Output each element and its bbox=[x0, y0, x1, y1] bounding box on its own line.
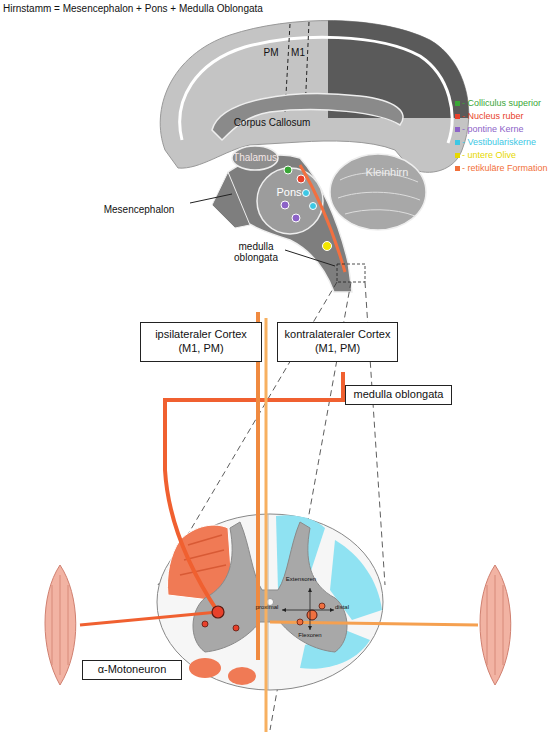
legend-text: - pontine Kerne bbox=[462, 123, 524, 136]
motoneuron-part bbox=[307, 610, 317, 620]
part-label: Extensoren bbox=[286, 576, 316, 583]
part-label: medulla oblongata bbox=[226, 241, 286, 263]
leader-line bbox=[190, 194, 335, 266]
motoneuron-part bbox=[319, 603, 325, 609]
tract-lines-part bbox=[165, 372, 343, 612]
part-label: Flexoren bbox=[298, 632, 321, 639]
legend-row: - untere Olive bbox=[455, 149, 548, 162]
direction-arrows-part bbox=[308, 588, 312, 630]
leader-line-part bbox=[285, 250, 335, 266]
legend-swatch bbox=[455, 127, 460, 132]
text-box: medulla oblongata bbox=[345, 385, 452, 405]
title: Hirnstamm = Mesencephalon + Pons + Medul… bbox=[3, 3, 263, 14]
brainstem bbox=[212, 146, 352, 292]
box-text: medulla oblongata bbox=[354, 388, 444, 402]
legend-row: - Colliculus superior bbox=[455, 97, 548, 110]
cerebellum bbox=[330, 154, 426, 230]
part-label: PM bbox=[264, 47, 279, 58]
text-box: α-Motoneuron bbox=[82, 660, 182, 680]
legend-swatch bbox=[455, 166, 460, 171]
legend-text: - Colliculus superior bbox=[462, 97, 541, 110]
nucleus-dots bbox=[281, 165, 345, 272]
corpus-callosum-part bbox=[212, 94, 403, 140]
cerebrum bbox=[160, 10, 478, 172]
box-text: α-Motoneuron bbox=[98, 663, 167, 677]
part-label: proximal bbox=[256, 604, 279, 611]
motoneuron-part bbox=[212, 606, 224, 618]
spinal-cord-part bbox=[330, 540, 382, 620]
direction-arrows-part bbox=[282, 610, 334, 611]
nucleus-dots-part bbox=[303, 190, 310, 197]
brainstem-part bbox=[232, 146, 278, 170]
legend-text: - untere Olive bbox=[462, 149, 516, 162]
nucleus-dots-part bbox=[284, 166, 292, 174]
muscle-part bbox=[480, 565, 511, 685]
motoneuron-part bbox=[233, 625, 239, 631]
direction-arrows bbox=[282, 588, 334, 630]
part-label: Thalamus bbox=[233, 152, 277, 163]
legend: - Colliculus superior- Nucleus ruber- po… bbox=[455, 97, 548, 175]
muscle-part bbox=[45, 565, 76, 685]
nucleus-dots-part bbox=[281, 201, 289, 209]
spinal-cord-part bbox=[157, 514, 383, 690]
text-box: ipsilateraler Cortex (M1, PM) bbox=[140, 322, 262, 362]
spinal-cord bbox=[157, 514, 383, 690]
part-label: Corpus Callosum bbox=[234, 117, 311, 128]
zoom-lines-part bbox=[337, 264, 365, 282]
tract-lines-part bbox=[265, 318, 268, 732]
legend-text: - Nucleus ruber bbox=[462, 110, 524, 123]
nucleus-dots-part bbox=[297, 175, 305, 183]
legend-row: - Nucleus ruber bbox=[455, 110, 548, 123]
legend-swatch bbox=[455, 101, 460, 106]
nucleus-dots-part bbox=[292, 214, 300, 222]
legend-swatch bbox=[455, 153, 460, 158]
text-box: kontralateraler Cortex (M1, PM) bbox=[277, 322, 398, 362]
spinal-cord-part bbox=[268, 515, 269, 690]
cerebrum-part bbox=[180, 37, 452, 143]
legend-row: - Vestibulariskerne bbox=[455, 136, 548, 149]
tract-lines-part bbox=[80, 612, 218, 625]
direction-arrows-part bbox=[282, 608, 334, 612]
motoneuron-part bbox=[202, 621, 208, 627]
part-label: Kleinhirn bbox=[366, 166, 409, 178]
legend-text: - Vestibulariskerne bbox=[462, 136, 536, 149]
spinal-cord-part bbox=[193, 522, 347, 652]
muscle-part bbox=[487, 575, 503, 675]
motoneuron-part bbox=[297, 619, 303, 625]
direction-arrows-part bbox=[310, 588, 311, 630]
part-label: Pons bbox=[276, 186, 301, 198]
leader-line-part bbox=[190, 194, 232, 203]
box-text: kontralateraler Cortex (M1, PM) bbox=[282, 328, 393, 356]
box-text: ipsilateraler Cortex (M1, PM) bbox=[145, 328, 257, 356]
brainstem-part bbox=[212, 172, 250, 228]
legend-text: - retikuläre Formation bbox=[462, 162, 548, 175]
spinal-cord-part bbox=[228, 667, 256, 685]
nucleus-dots-part bbox=[323, 242, 332, 251]
legend-swatch bbox=[455, 140, 460, 145]
nucleus-dots-part bbox=[300, 165, 345, 272]
tract-lines bbox=[80, 312, 478, 732]
spinal-cord-part bbox=[189, 658, 221, 678]
brainstem-part bbox=[257, 168, 323, 234]
nucleus-dots-part bbox=[310, 203, 317, 210]
muscle-part bbox=[52, 575, 68, 675]
part-label: M1 bbox=[291, 47, 305, 58]
legend-swatch bbox=[455, 114, 460, 119]
part-label: Mesencephalon bbox=[104, 204, 175, 215]
motoneuron bbox=[202, 603, 325, 631]
cerebellum-part bbox=[338, 173, 420, 216]
legend-row: - pontine Kerne bbox=[455, 123, 548, 136]
legend-row: - retikuläre Formation bbox=[455, 162, 548, 175]
muscle bbox=[45, 565, 511, 685]
part-label: distal bbox=[335, 604, 349, 611]
cerebellum-part bbox=[330, 154, 426, 230]
corpus-callosum bbox=[212, 94, 403, 140]
